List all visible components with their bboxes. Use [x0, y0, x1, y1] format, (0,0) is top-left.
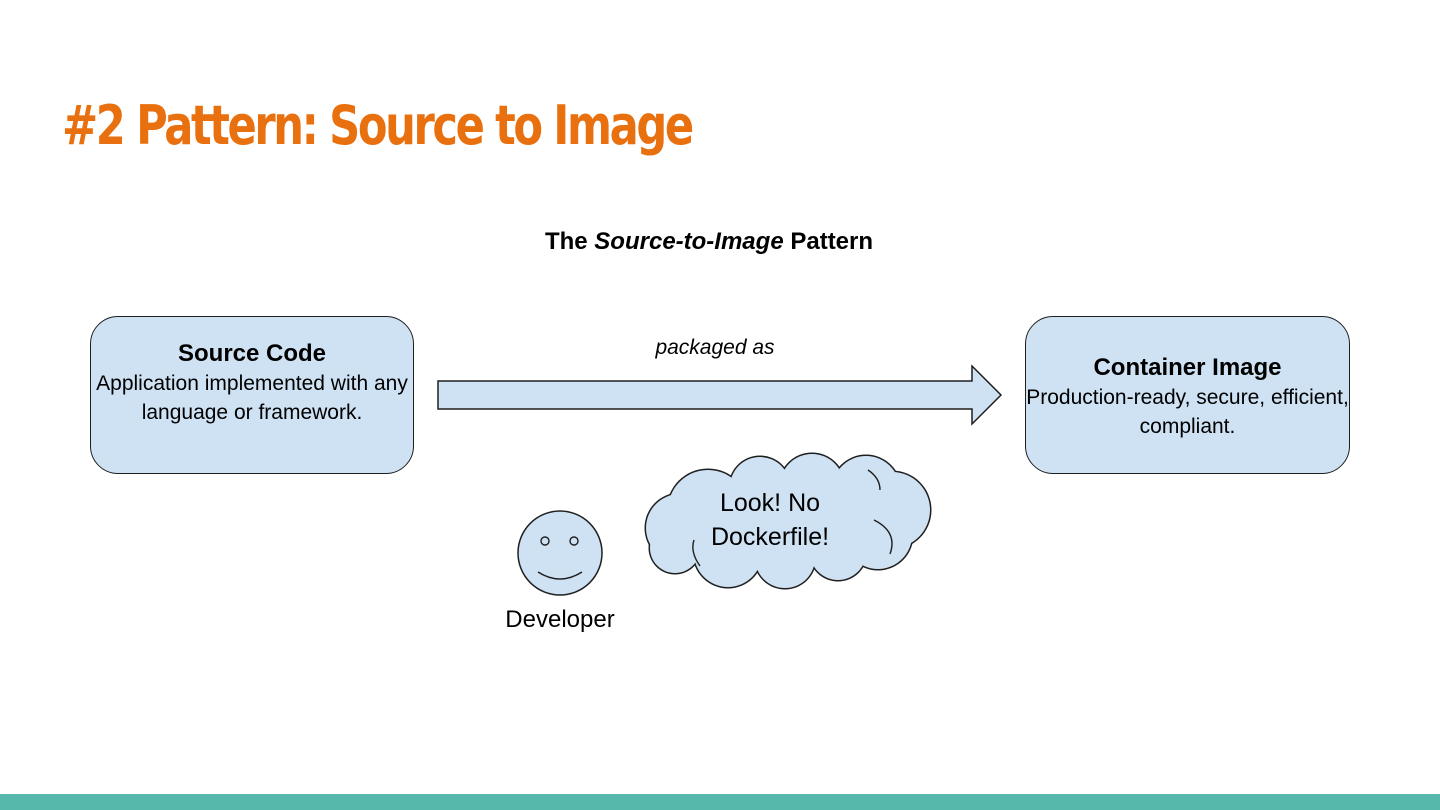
source-code-box: Source Code Application implemented with…	[90, 316, 414, 474]
diagram-title-emphasis: Source-to-Image	[594, 228, 784, 255]
container-image-description: Production-ready, secure, efficient, com…	[1026, 386, 1349, 438]
speech-cloud-line-1: Look! No	[719, 489, 821, 517]
arrow-label: packaged as	[655, 336, 775, 359]
source-code-description: Application implemented with any languag…	[96, 372, 408, 424]
speech-cloud	[646, 454, 930, 588]
diagram-title-prefix: The	[544, 228, 595, 255]
speech-cloud-line-2: Dockerfile!	[710, 523, 830, 551]
source-code-heading: Source Code	[177, 340, 327, 367]
cloud-fold-lines	[692, 469, 893, 567]
speech-cloud-text: Look! No Dockerfile!	[680, 486, 860, 554]
container-image-heading: Container Image	[1093, 354, 1282, 381]
smiley-face-icon	[517, 510, 603, 596]
diagram-title-suffix: Pattern	[783, 228, 874, 255]
developer-label: Developer	[505, 606, 615, 633]
container-image-box: Container Image Production-ready, secure…	[1025, 316, 1350, 474]
diagram-title: The Source-to-Image Pattern	[0, 228, 1418, 256]
slide-title: #2 Pattern: Source to Image	[62, 94, 694, 157]
packaged-as-arrow	[437, 364, 1003, 426]
footer-bar	[0, 794, 1440, 810]
